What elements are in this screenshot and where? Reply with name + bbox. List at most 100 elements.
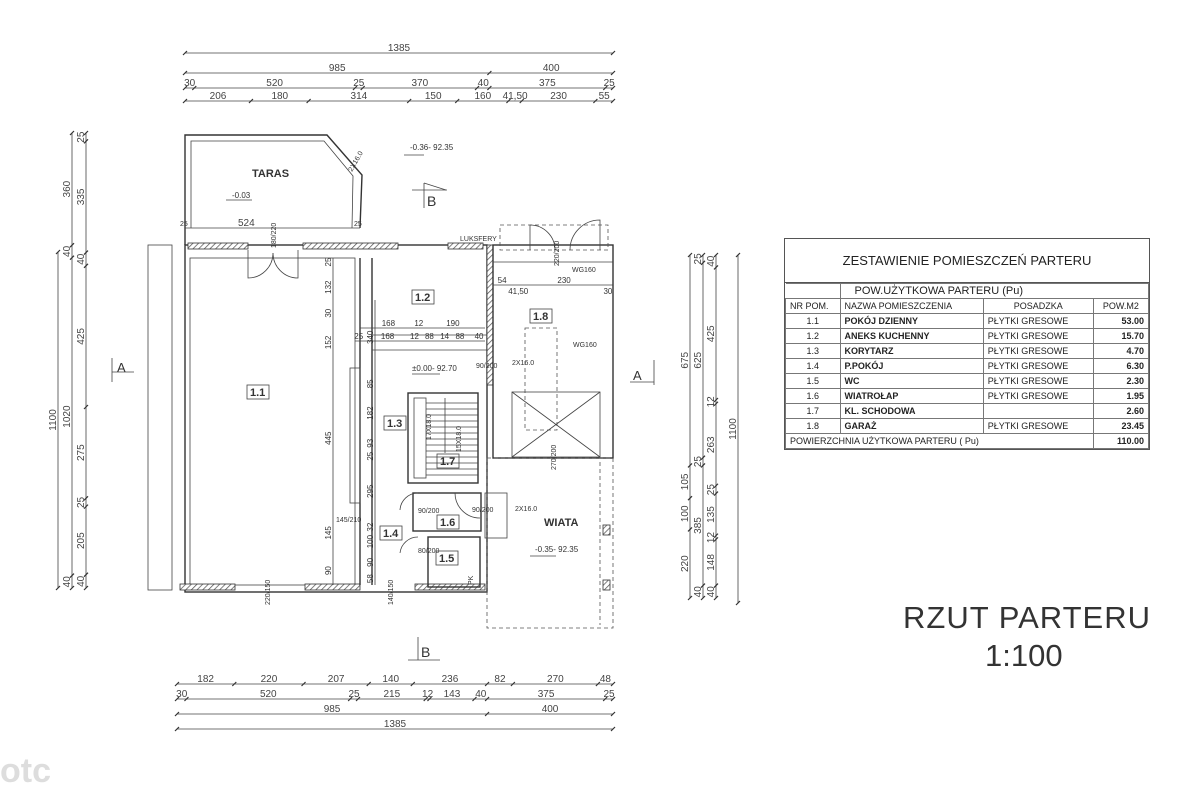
dimension-tick [592,98,598,104]
dimension-label: 135 [706,506,717,523]
dimension-label: 25 [693,253,704,265]
dimension-tick [700,595,706,601]
dimension-tick [687,526,693,532]
wg-label-2: WG160 [573,342,597,349]
dimension-tick [602,696,608,702]
room-1-8: 1.8 [533,311,548,323]
inner-dimension-label: 90 [366,557,375,566]
room-name: WC [839,373,984,389]
room-area: 6.30 [1092,358,1150,374]
dimension-tick [301,681,306,687]
room-name: GARAŻ [839,418,984,434]
dimension-tick [352,85,358,91]
room-1-5: 1.5 [439,553,454,565]
room-number: 1.4 [785,358,841,374]
inner-dimension-label: 85 [366,379,375,388]
dimension-label: 40 [76,575,87,587]
dimension-tick [69,255,75,261]
inner-dimension-label: 54 [498,276,507,285]
dimension-tick [687,252,693,258]
dimension-tick [83,495,89,501]
stairs-run-2: 15X18.0 [456,426,463,452]
inner-dimension-label: 100 [366,534,375,548]
room-number: 1.5 [785,373,841,389]
room-number: 1.1 [785,313,841,329]
dimension-label: 25 [349,689,361,700]
room-1-6: 1.6 [440,517,455,529]
dimension-label: 12 [422,689,434,700]
room-name: P.POKÓJ [839,358,984,374]
pk-label: PK [468,575,475,585]
inner-dimension-label: 340 [366,330,375,344]
dimension-label: 150 [425,91,442,102]
dimension-label: 40 [706,586,717,598]
dimension-tick [735,252,741,258]
dimension-tick [713,491,719,496]
inner-dimension-label: 41,50 [508,287,529,296]
dimension-label: 400 [543,63,560,74]
dimension-tick [366,681,372,687]
dimension-tick [83,404,89,410]
dimension-label: 25 [706,484,717,496]
section-b-top: B [412,182,447,209]
floor-finish: PŁYTKI GRESOWE [982,358,1094,374]
dimension-label: 207 [328,674,345,685]
dimension-tick [182,98,188,104]
dimension-label: 25 [693,456,704,468]
room-1-3: 1.3 [387,418,402,430]
room-area: 53.00 [1092,313,1150,329]
dimension-tick [610,85,616,91]
table-subtitle: POW.UŻYTKOWA PARTERU (Pu) [839,283,1149,299]
dimension-label: 425 [706,325,717,342]
door-label-1: 180/220 [271,223,278,248]
dimension-label: 385 [693,517,704,534]
dimension-tick [610,70,616,76]
dimension-label: 40 [478,78,490,89]
dimension-label: 40 [62,576,73,588]
room-name: POKÓJ DZIENNY [839,313,984,329]
dimension-tick [713,401,719,407]
dimension-tick [713,252,719,258]
section-b-label-top: B [427,193,436,209]
level-floor: ±0.00- 92.70 [412,364,457,373]
dimension-tick [83,130,89,136]
dimension-tick [360,85,366,91]
terrace-level: -0.03 [232,191,251,200]
room-number: 1.6 [785,388,841,404]
dimension-label: 220 [680,555,691,572]
dimension-label: 230 [550,91,567,102]
inner-dimension-label: 58 [366,574,375,583]
window-label-1: 220/150 [265,580,272,605]
top-dimension-chain: 1385 [182,43,616,56]
dimension-tick [735,600,741,606]
dimension-tick [182,50,188,56]
dimension-tick [55,585,61,591]
dimension-label: 160 [474,91,491,102]
dimension-tick [595,681,601,687]
header-nr: NR POM. [785,298,841,314]
door-label-3: 90/200 [472,507,494,514]
inner-dimension-label: 295 [366,484,375,498]
dimension-label: 220 [261,674,278,685]
dimension-label: 270 [547,674,564,685]
dimension-tick [510,681,516,687]
dimension-tick [231,681,237,687]
level-outside: -0.36- 92.35 [410,143,454,152]
dimension-label: 1020 [62,405,73,428]
inner-dimension-label: 132 [324,280,333,294]
dimension-label: 12 [706,396,717,408]
dimension-label: 182 [197,674,214,685]
dimension-label: 25 [76,131,87,143]
dimension-label: 105 [680,473,691,490]
room-name: KL. SCHODOWA [839,403,984,419]
dim-taras-b: 524 [238,218,255,229]
dimension-tick [700,252,706,258]
dimension-label: 425 [76,328,87,345]
